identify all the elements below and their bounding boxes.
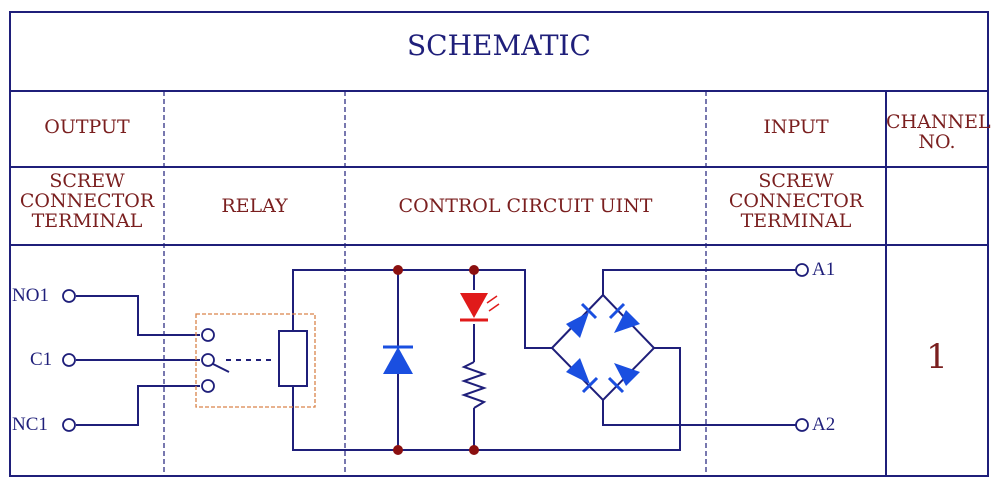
header-input: INPUT: [763, 116, 829, 138]
resistor-icon: [460, 361, 488, 409]
relay-contact-no-icon: [201, 328, 215, 342]
nc1-terminal-icon: [62, 418, 76, 432]
bridge-diode-1-icon: [566, 312, 589, 338]
c1-terminal-icon: [62, 353, 76, 367]
relay-outline: [195, 313, 316, 408]
junction-node: [393, 265, 403, 275]
a1-terminal-icon: [795, 263, 809, 277]
relay-contact-common-icon: [201, 353, 215, 367]
terminal-label-no1: NO1: [12, 285, 49, 306]
bridge-diode-3-icon: [566, 358, 590, 384]
wiring: [76, 269, 796, 451]
junction-node: [469, 265, 479, 275]
bridge-diode-2-icon: [614, 310, 640, 333]
led-icon: [460, 290, 500, 324]
header-screw-connector-input: SCREW CONNECTOR TERMINAL: [728, 170, 864, 232]
junction-nodes: [393, 265, 479, 455]
terminal-label-a1: A1: [812, 259, 836, 280]
flyback-diode-icon: [383, 345, 413, 374]
terminal-label-nc1: NC1: [12, 414, 48, 435]
table-frame: [9, 11, 989, 477]
header-output: OUTPUT: [44, 116, 130, 138]
header-screw-connector-output: SCREW CONNECTOR TERMINAL: [19, 170, 155, 232]
bridge-diode-4-icon: [614, 363, 640, 386]
channel-number: 1: [926, 337, 948, 377]
no1-terminal-icon: [62, 289, 76, 303]
bridge-rectifier: [550, 293, 656, 402]
a2-terminal-icon: [795, 418, 809, 432]
header-relay: RELAY: [221, 195, 288, 217]
terminal-label-c1: C1: [30, 349, 53, 370]
terminal-label-a2: A2: [812, 414, 836, 435]
relay-contact-nc-icon: [201, 379, 215, 393]
header-control-circuit: CONTROL CIRCUIT UINT: [398, 195, 653, 217]
relay-switch-arm: [212, 363, 230, 373]
junction-node: [469, 445, 479, 455]
relay-symbol: [195, 313, 316, 408]
relay-coil-icon: [278, 330, 308, 387]
header-channel-no: CHANNEL NO.: [886, 111, 991, 153]
schematic-title: SCHEMATIC: [407, 29, 591, 62]
output-terminal-circles: [62, 263, 809, 432]
junction-node: [393, 445, 403, 455]
